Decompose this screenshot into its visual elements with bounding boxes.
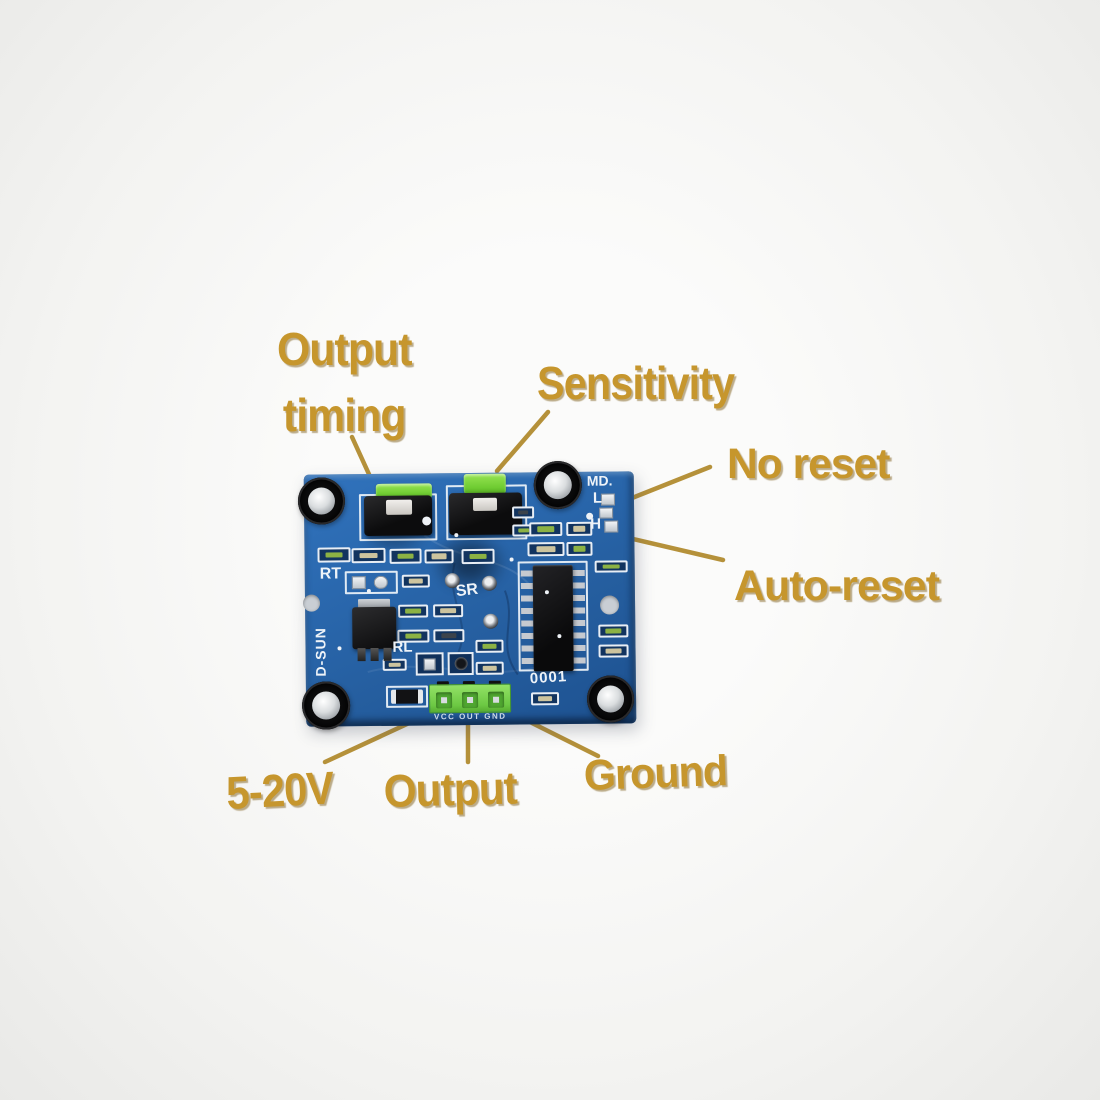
pointer-line-sensitivity xyxy=(494,409,551,474)
via xyxy=(337,646,342,651)
pin-header-gnd xyxy=(487,691,505,708)
trimpot-slot xyxy=(385,499,413,515)
smd-resistor xyxy=(594,560,628,573)
pin-header-out xyxy=(461,691,479,709)
smd-resistor xyxy=(317,547,351,563)
mounting-hole xyxy=(302,594,321,612)
rt-pad xyxy=(373,575,388,590)
smd-resistor xyxy=(351,547,386,564)
transistor-leg xyxy=(357,648,366,662)
smd-resistor xyxy=(512,506,535,519)
transistor-body xyxy=(352,606,397,650)
trimpot-slot xyxy=(472,497,498,511)
label-output-pin: Output xyxy=(382,761,518,817)
smd-resistor xyxy=(566,521,593,536)
capacitor-top-left xyxy=(297,477,346,525)
label-sensitivity: Sensitivity xyxy=(537,357,735,409)
pad-hole xyxy=(454,657,468,671)
label-output-timing-line1: Output xyxy=(276,323,413,375)
via xyxy=(422,516,432,526)
smd-resistor xyxy=(527,542,565,557)
rt-footprint xyxy=(344,570,398,595)
smd-resistor xyxy=(598,644,629,658)
smd-resistor xyxy=(433,604,464,618)
pointer-line-auto-reset xyxy=(617,533,726,563)
label-output-timing-line2: timing xyxy=(282,389,407,441)
ic-pins-left xyxy=(520,570,534,667)
smd-resistor xyxy=(401,574,430,588)
ic-pins-right xyxy=(572,569,586,666)
silkscreen-md: MD. xyxy=(586,472,613,489)
via xyxy=(454,533,459,538)
smd-resistor xyxy=(530,692,560,706)
pcb-board: VCC OUT GND xyxy=(297,460,637,730)
label-auto-reset: Auto-reset xyxy=(734,562,940,610)
smd-resistor xyxy=(566,541,593,556)
smd-resistor xyxy=(475,661,504,675)
pin-header-silkscreen: VCC OUT GND xyxy=(433,711,507,722)
jumper-pad-mid xyxy=(599,507,614,519)
silkscreen-sr: SR xyxy=(454,580,479,601)
diode xyxy=(390,689,424,704)
via xyxy=(509,557,514,562)
solder-joint xyxy=(481,575,497,591)
label-ground: Ground xyxy=(583,746,728,800)
pin-header xyxy=(428,683,512,714)
pad-box xyxy=(415,652,444,676)
transistor-leg xyxy=(370,647,379,662)
jumper-pad-l xyxy=(600,493,616,506)
transistor-leg xyxy=(383,647,392,661)
smd-resistor xyxy=(598,624,629,638)
smd-resistor xyxy=(398,604,429,618)
smd-resistor xyxy=(389,548,422,564)
via xyxy=(366,589,371,594)
label-power: 5-20V xyxy=(224,761,335,819)
ic-chip xyxy=(532,564,574,672)
capacitor-bottom-right xyxy=(586,675,635,723)
silkscreen-l: L xyxy=(592,489,603,507)
label-no-reset: No reset xyxy=(727,440,890,488)
capacitor-bottom-left xyxy=(301,681,351,730)
capacitor-top-right xyxy=(533,460,583,510)
trimpot-sensitivity-knob xyxy=(463,473,506,495)
silkscreen-brand: D-SUN xyxy=(312,627,329,677)
smd-resistor xyxy=(433,629,465,643)
pad xyxy=(423,657,436,670)
pad-box xyxy=(447,651,474,676)
smd-resistor xyxy=(461,548,495,565)
trimpot-output-timing xyxy=(363,495,433,537)
silkscreen-serial: 0001 xyxy=(529,668,568,688)
pin-header-vcc xyxy=(435,692,453,709)
smd-resistor xyxy=(424,549,454,564)
via xyxy=(557,634,562,639)
solder-joint xyxy=(483,613,499,629)
rt-pad xyxy=(351,576,366,590)
smd-resistor xyxy=(529,522,563,537)
silkscreen-rt: RT xyxy=(319,565,342,583)
smd-resistor xyxy=(475,639,504,653)
jumper-pad-h xyxy=(604,520,619,533)
label-output-timing: Output timing xyxy=(268,316,421,448)
mounting-hole xyxy=(599,595,620,615)
silkscreen-h: H xyxy=(590,515,602,533)
silkscreen-rl: RL xyxy=(392,638,413,656)
via xyxy=(544,590,549,595)
